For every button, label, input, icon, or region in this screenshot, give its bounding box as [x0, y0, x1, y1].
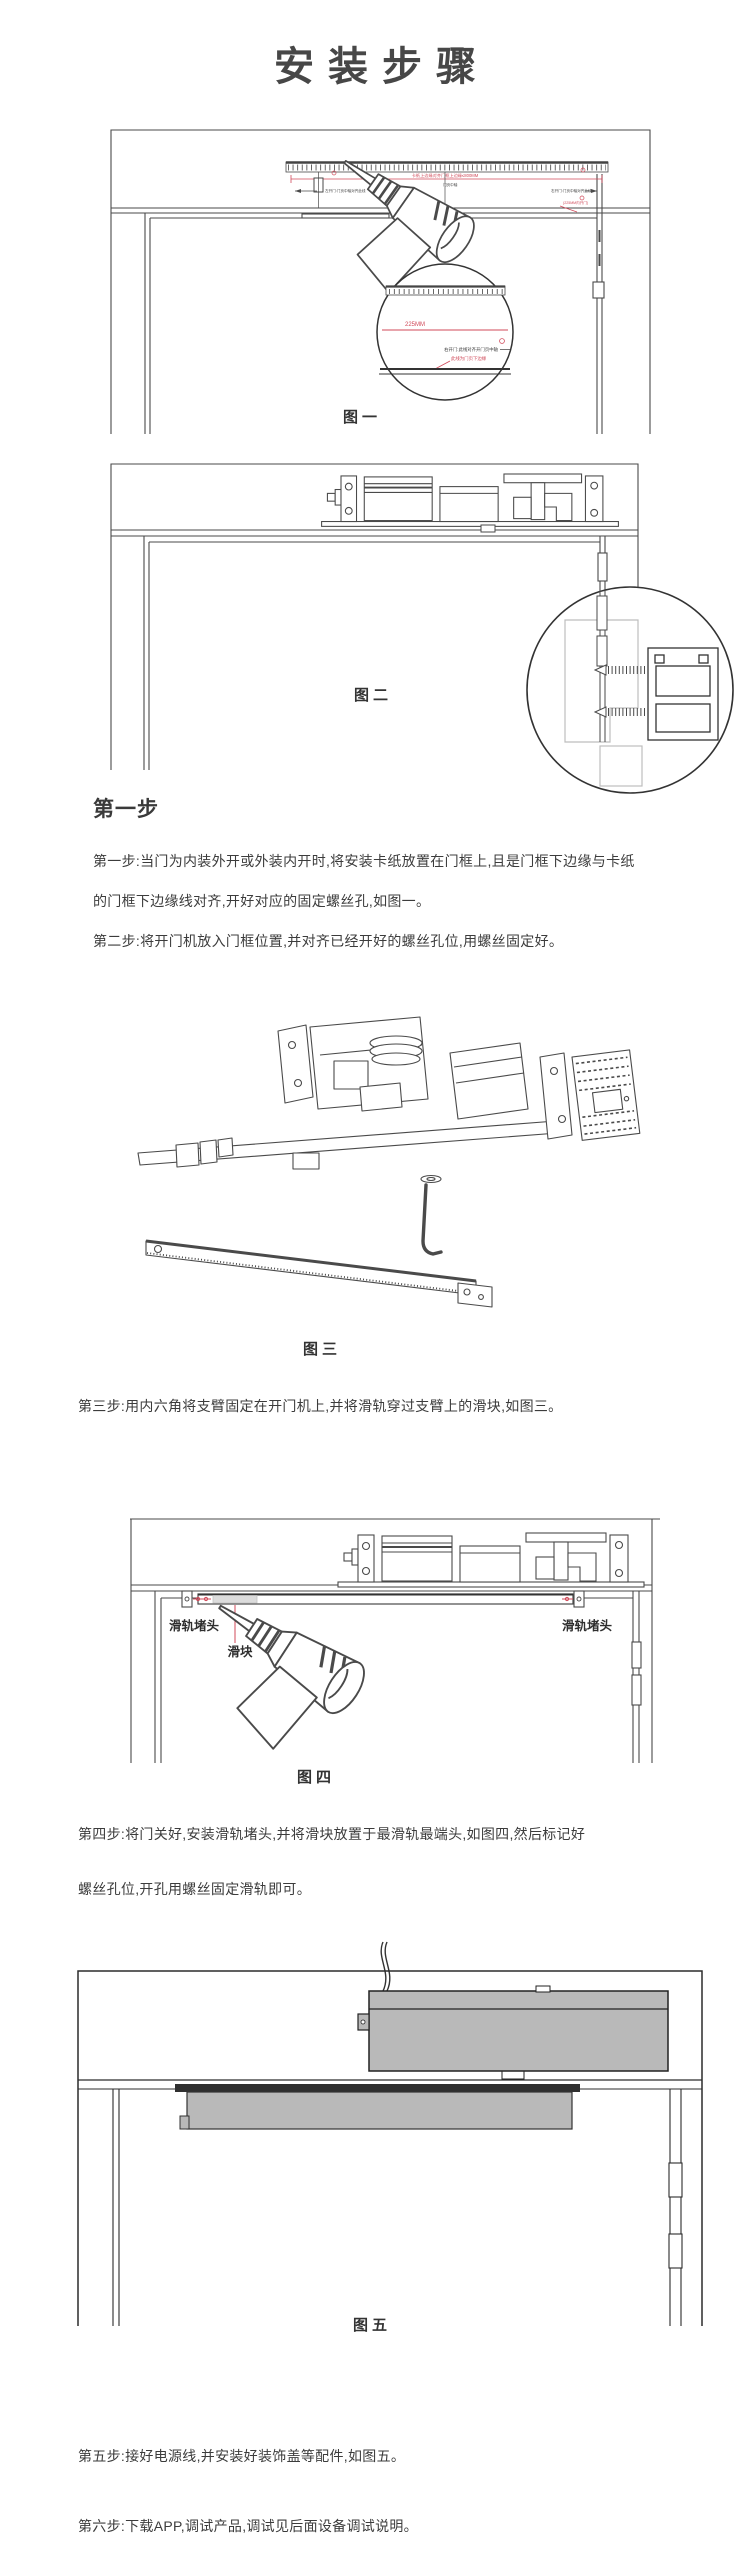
figure-3-caption: 图三 — [302, 1341, 341, 1358]
figure-2-drawing — [110, 463, 734, 794]
figure-4-drawing: 滑轨堵头 滑块 滑轨堵头 — [130, 1518, 660, 1763]
slide-rail-mounted: 滑轨堵头 滑块 滑轨堵头 — [169, 1590, 613, 1659]
rail-cover — [175, 2084, 580, 2130]
figure-1-caption: 图一 — [342, 409, 381, 426]
fixing-screws — [593, 664, 646, 718]
label-slider-block: 滑块 — [227, 1644, 253, 1659]
step-2-text: 第二步:将开门机放入门框位置,并对齐已经开好的螺丝孔位,用螺丝固定好。 — [93, 933, 564, 949]
ruler-note-mid: 门页中轴 — [443, 182, 458, 187]
step-1-text-line-1: 第一步:当门为内装外开或外装内开时,将安装卡纸放置在门框上,且是门框下边缘与卡纸 — [93, 853, 635, 869]
figure-3-drawing — [137, 1016, 641, 1308]
step-4-text-line-2: 螺丝孔位,开孔用螺丝固定滑轨即可。 — [78, 1881, 311, 1897]
step-5-text: 第五步:接好电源线,并安装好装饰盖等配件,如图五。 — [78, 2448, 406, 2464]
washer — [420, 1174, 442, 1184]
figure-1-drawing: 卡纸上边缘对齐门框上边缘≤800MM 左开门:门页中轴对齐此线 门页中轴 右开门… — [110, 129, 651, 434]
figure-4-caption: 图四 — [296, 1769, 335, 1786]
support-arm — [137, 1120, 559, 1170]
door-frame — [110, 463, 639, 770]
step-6-text: 第六步:下载APP,调试产品,调试见后面设备调试说明。 — [78, 2518, 418, 2534]
detail-circle — [526, 586, 734, 794]
drill-icon — [169, 1581, 374, 1763]
slide-rail — [145, 1239, 493, 1308]
step-4-text-line-1: 第四步:将门关好,安装滑轨堵头,并将滑块放置于最滑轨最端头,如图四,然后标记好 — [78, 1826, 586, 1842]
label-left-end-cap: 滑轨堵头 — [169, 1618, 220, 1633]
door-frame — [110, 129, 651, 434]
opener-body-exploded — [277, 1016, 573, 1140]
door-opener-machine — [337, 1532, 645, 1588]
label-right-end-cap: 滑轨堵头 — [562, 1618, 613, 1633]
ruler-note-right-red: (225MM内开门) — [563, 200, 588, 205]
figure-5-caption: 图五 — [352, 2317, 391, 2334]
figure-5-drawing — [77, 1941, 703, 2326]
allen-key-icon — [421, 1183, 443, 1256]
door-opener-machine — [320, 473, 620, 528]
detail-dim-label: 225MM — [405, 322, 425, 328]
detail-note-black: 右开门:此线对齐开门页中轴 — [444, 346, 499, 353]
power-cord — [380, 1941, 391, 1992]
aluminum-profile-section — [647, 647, 719, 741]
decorative-cover-machine — [357, 1985, 669, 2080]
detail-note-red: 此线为门页下边缘 — [451, 355, 487, 362]
perforated-plate — [571, 1049, 641, 1141]
ruler-template: 卡纸上边缘对齐门框上边缘≤800MM 左开门:门页中轴对齐此线 门页中轴 右开门… — [285, 161, 609, 213]
step-1-heading: 第一步 — [93, 798, 159, 821]
ruler-note-left: 左开门:门页中轴对齐此线 — [325, 188, 366, 193]
step-1-text-line-2: 的门框下边缘线对齐,开好对应的固定螺丝孔,如图一。 — [93, 893, 431, 909]
step-3-text: 第三步:用内六角将支臂固定在开门机上,并将滑轨穿过支臂上的滑块,如图三。 — [78, 1398, 563, 1414]
ruler-note-right: 右开门:门页中轴对齐此线 — [551, 188, 592, 193]
page-title: 安装步骤 — [274, 45, 490, 89]
figure-2-caption: 图二 — [353, 687, 392, 704]
detail-circle: 225MM 右开门:此线对齐开门页中轴 此线为门页下边缘 — [376, 263, 514, 401]
